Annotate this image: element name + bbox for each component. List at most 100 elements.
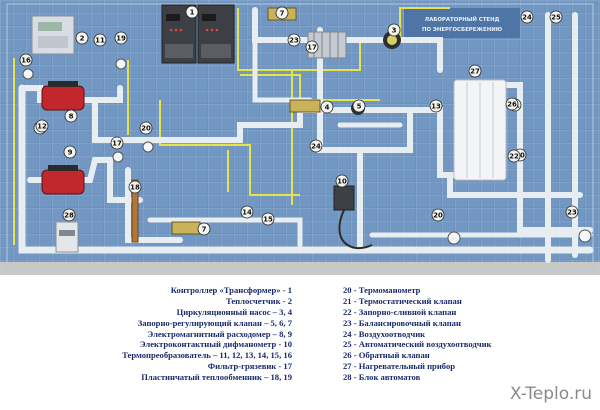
callout-number: 7 [202,225,207,233]
callout-26: 26 [505,97,519,111]
legend-item: Термопреобразователь – 11, 12, 13, 14, 1… [122,350,292,361]
callout-20: 20 [139,121,153,135]
callout-4: 4 [320,100,334,114]
callout-number: 7 [280,9,285,17]
legend-item: Электроконтактный дифманометр - 10 [139,339,292,350]
automation-block-28 [55,221,79,253]
callout-24: 24 [520,10,534,24]
callout-number: 20 [433,211,443,219]
callout-number: 5 [357,102,362,110]
callout-number: 10 [337,177,347,185]
callout-17: 17 [305,40,319,54]
legend-right: 20 - Термоманометр 21 - Термостатический… [343,285,491,383]
legend-item: Теплосчетчик - 2 [225,295,292,306]
callout-9: 9 [63,145,77,159]
callout-11: 11 [93,33,107,47]
callout-number: 20 [141,124,151,132]
callout-8: 8 [64,109,78,123]
legend-item: 23 - Балансировочный клапан [343,317,461,328]
callout-number: 24 [522,13,532,21]
callout-number: 19 [116,34,126,42]
callout-number: 28 [64,211,74,219]
callout-23: 23 [565,205,579,219]
callout-13: 13 [429,99,443,113]
callout-number: 15 [263,215,273,223]
stand-banner: ЛАБОРАТОРНЫЙ СТЕНД ПО ЭНЕРГОСБЕРЕЖЕНИЮ [404,8,520,38]
legend-item: Циркуляционный насос – 3, 4 [176,306,292,317]
callout-10: 10 [335,174,349,188]
callout-number: 22 [509,152,519,160]
callout-number: 3 [392,26,397,34]
callout-5: 5 [352,99,366,113]
legend-item: Электромагнитный расходомер – 8, 9 [147,328,292,339]
callout-number: 17 [112,139,122,147]
dif-manometer-10 [333,185,355,211]
lab-stand-photo: ЛАБОРАТОРНЫЙ СТЕНД ПО ЭНЕРГОСБЕРЕЖЕНИЮ [0,0,600,275]
callout-number: 25 [551,13,561,21]
callout-17: 17 [110,136,124,150]
radiator-27 [453,79,507,181]
legend-item: 22 - Запорно-сливной клапан [343,306,457,317]
legend-item: 28 - Блок автоматов [343,372,421,383]
callout-badges: 1234567789101112131415161717181920202021… [19,5,579,236]
callout-number: 16 [21,56,31,64]
gauges [22,58,592,245]
stand-frame [6,3,594,271]
valve-body-5 [289,99,321,113]
callout-number: 26 [507,100,517,108]
pipework [18,7,594,263]
legend-item: Запорно-регулирующий клапан – 5, 6, 7 [137,317,292,328]
callout-number: 23 [289,36,299,44]
callout-number: 1 [190,8,195,16]
heat-meter [31,15,75,55]
callout-number: 13 [431,102,441,110]
callout-number: 23 [567,208,577,216]
legend-item: 21 - Термостатический клапан [343,295,462,306]
flowmeter-8 [41,81,85,111]
legend-item: 24 - Воздухоотводчик [343,328,426,339]
callout-number: 17 [307,43,317,51]
legend-item: 20 - Термоманометр [343,285,421,295]
callout-7: 7 [197,222,211,236]
callout-number: 4 [325,103,330,111]
banner-line-1: ЛАБОРАТОРНЫЙ СТЕНД [425,15,500,23]
plate-heat-exchanger-19 [131,179,139,243]
callout-14: 14 [240,205,254,219]
legend-left: Контроллер «Трансформер» - 1 Теплосчетчи… [0,285,292,383]
callout-16: 16 [19,53,33,67]
callout-number: 27 [470,67,480,75]
callout-number: 11 [95,36,105,44]
callout-number: 9 [68,148,73,156]
legend-item: Фильтр-грязевик - 17 [207,361,292,372]
flowmeter-9 [41,165,85,195]
callout-number: 18 [130,183,140,191]
floor-strip [0,262,600,275]
callout-1: 1 [185,5,199,19]
legend-item: Пластинчатый теплообменник – 18, 19 [141,372,292,383]
callout-3: 3 [387,23,401,37]
legend-item: Контроллер «Трансформер» - 1 [170,285,292,295]
callout-number: 12 [37,122,47,130]
callout-28: 28 [62,208,76,222]
callout-24: 24 [309,139,323,153]
callout-20: 20 [431,208,445,222]
callout-18: 18 [128,180,142,194]
callout-23: 23 [287,33,301,47]
callout-2: 2 [75,31,89,45]
callout-19: 19 [114,31,128,45]
callout-number: 8 [69,112,74,120]
legend-item: 25 - Автоматический воздухоотводчик [343,339,492,350]
legend-item: 27 - Нагревательный прибор [343,361,456,372]
valve-body-7 [171,221,201,235]
legend-item: 26 - Обратный клапан [343,350,430,361]
callout-number: 14 [242,208,252,216]
callout-12: 12 [35,119,49,133]
dif-manometer-hose [338,209,373,250]
site-watermark: X-Teplo.ru [509,384,592,404]
callout-7: 7 [275,6,289,20]
callout-number: 2 [80,34,85,42]
callout-number: 24 [311,142,321,150]
callout-27: 27 [468,64,482,78]
callout-22: 22 [507,149,521,163]
callout-25: 25 [549,10,563,24]
